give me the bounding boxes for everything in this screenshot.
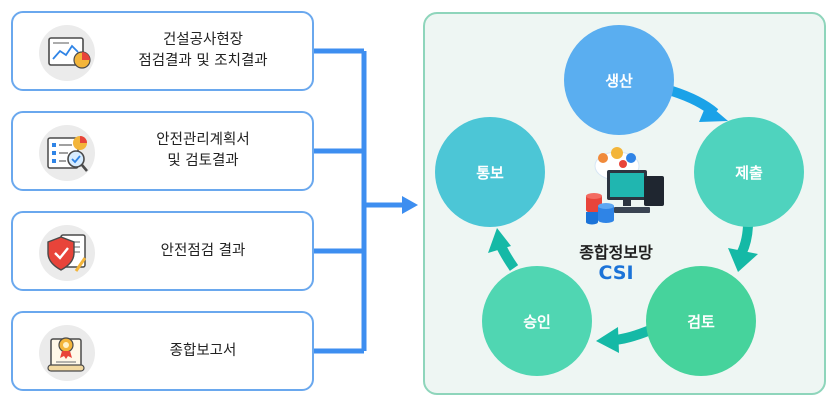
stage-submission: 제출 bbox=[694, 117, 804, 227]
cycle-arrow-icon bbox=[699, 103, 728, 122]
stage-label: 생산 bbox=[605, 71, 633, 90]
stage-label: 검토 bbox=[687, 312, 715, 331]
certificate-scroll-icon bbox=[39, 325, 95, 381]
center-title: 종합정보망 bbox=[579, 243, 653, 262]
stage-production: 생산 bbox=[564, 25, 674, 135]
document-label: 종합보고서 bbox=[169, 342, 237, 359]
document-box-safety-plan: 안전관리계획서 및 검토결과 bbox=[11, 111, 314, 191]
stage-label: 승인 bbox=[523, 312, 551, 331]
document-label: 안전관리계획서 및 검토결과 bbox=[156, 132, 250, 169]
cycle-arrow-icon bbox=[596, 327, 619, 353]
document-label: 안전점검 결과 bbox=[160, 242, 246, 259]
stage-review: 검토 bbox=[646, 266, 756, 376]
document-box-site-inspection: 건설공사현장 점검결과 및 조치결과 bbox=[11, 11, 314, 91]
cycle-arrow-icon bbox=[728, 248, 758, 272]
center-subtitle: CSI bbox=[598, 262, 634, 284]
stage-notification: 통보 bbox=[435, 117, 545, 227]
document-box-inspection-result: 안전점검 결과 bbox=[11, 211, 314, 291]
shield-check-document-icon bbox=[39, 225, 95, 281]
stage-label: 통보 bbox=[476, 163, 504, 182]
document-box-summary-report: 종합보고서 bbox=[11, 311, 314, 391]
report-chart-icon bbox=[39, 25, 95, 81]
document-label: 건설공사현장 점검결과 및 조치결과 bbox=[138, 32, 268, 69]
checklist-magnifier-icon bbox=[39, 125, 95, 181]
stage-label: 제출 bbox=[735, 163, 763, 182]
arrow-right-icon bbox=[402, 196, 418, 214]
cycle-arrow-icon bbox=[488, 228, 511, 253]
stage-approval: 승인 bbox=[482, 266, 592, 376]
